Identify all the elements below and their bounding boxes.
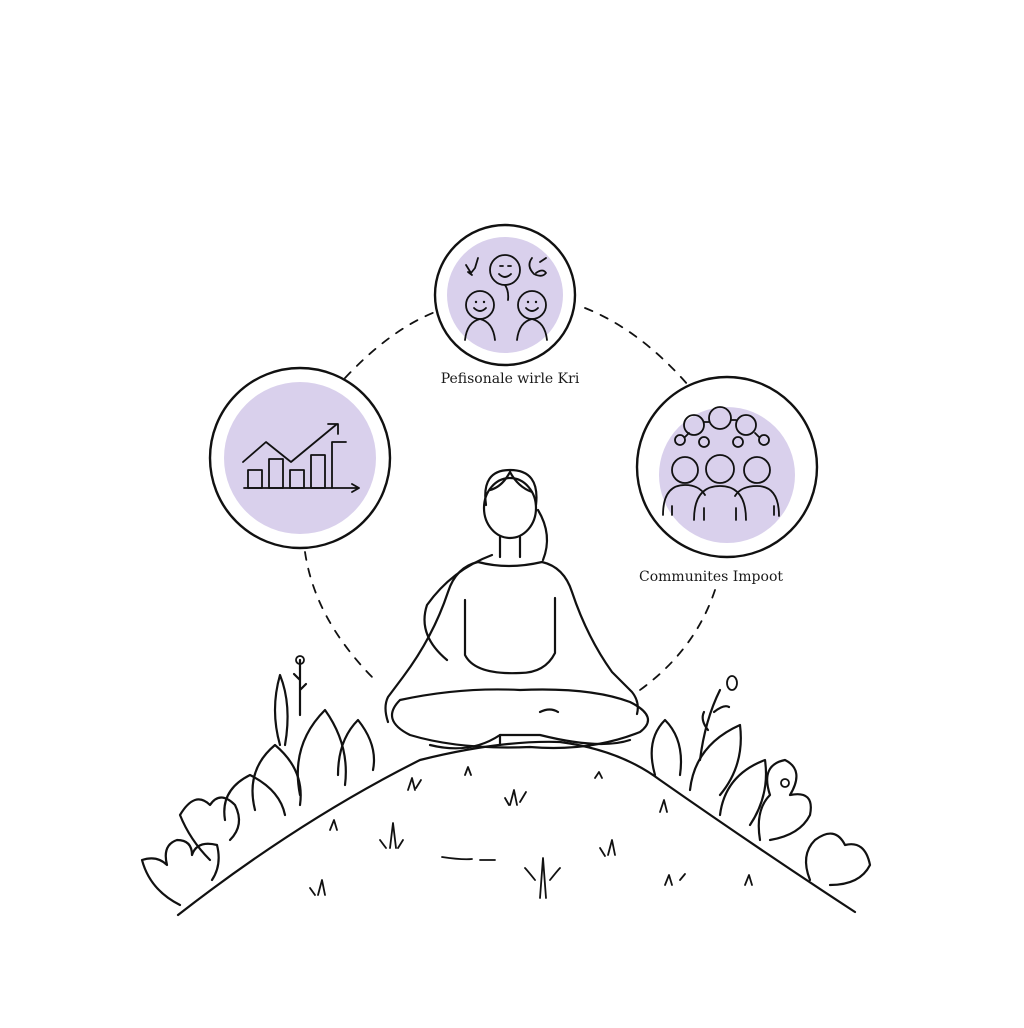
right-foliage (650, 675, 872, 887)
community-network-icon (662, 406, 780, 521)
meditating-person (384, 468, 650, 750)
left-foliage (140, 655, 376, 907)
growth-node-icon (208, 366, 392, 550)
personal-node-icon (433, 223, 577, 367)
dashed-connector-ring (304, 307, 716, 691)
grassy-hill (176, 740, 857, 917)
grass-tufts (309, 766, 753, 899)
personal-node-label: Pefisonale wirle Kri (440, 371, 580, 387)
community-node-label: Communites Impoot (639, 569, 783, 585)
community-node-icon (635, 375, 819, 559)
growth-chart-icon (242, 423, 360, 493)
smiling-faces-icon (464, 254, 548, 341)
